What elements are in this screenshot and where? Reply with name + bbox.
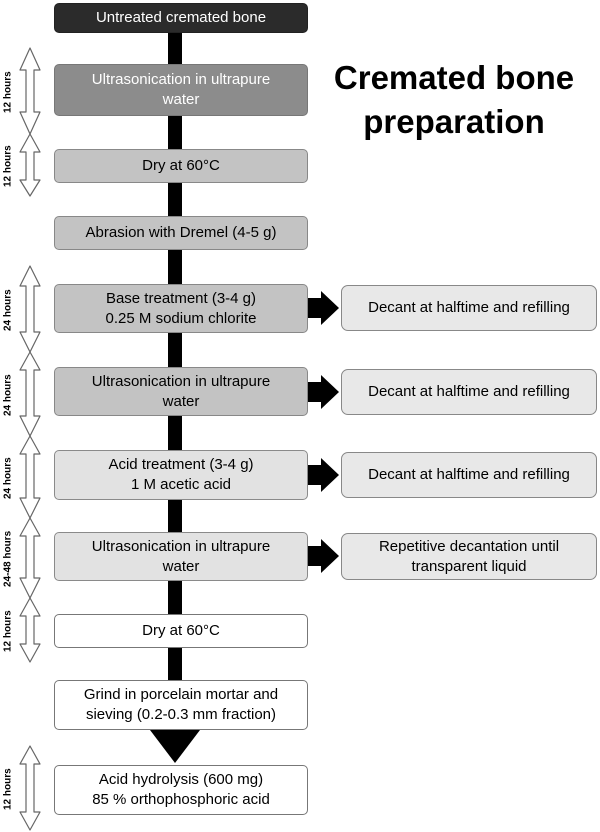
- side-arrow-4: [307, 539, 339, 573]
- step-ultrasonication-3: Ultrasonication in ultrapure water: [54, 532, 308, 581]
- side-note-label: Decant at halftime and refilling: [368, 299, 570, 316]
- duration-label: 24 hours: [2, 457, 14, 499]
- step-label: Ultrasonication in ultrapure water: [91, 71, 271, 108]
- diagram-title: Cremated bone preparation: [333, 59, 575, 140]
- step-acid-hydrolysis: Acid hydrolysis (600 mg) 85 % orthophosp…: [54, 765, 308, 815]
- step-label: Acid hydrolysis (600 mg) 85 % orthophosp…: [92, 771, 270, 808]
- side-note-decant-1: Decant at halftime and refilling: [341, 285, 597, 331]
- step-acid-treatment: Acid treatment (3-4 g) 1 M acetic acid: [54, 450, 308, 500]
- side-note-label: Repetitive decantation until transparent…: [378, 537, 560, 575]
- duration-arrow-6: [19, 517, 41, 599]
- duration-label: 24-48 hours: [2, 530, 14, 588]
- step-ultrasonication-2: Ultrasonication in ultrapure water: [54, 367, 308, 416]
- duration-arrow-5: [19, 435, 41, 519]
- step-label: Abrasion with Dremel (4-5 g): [85, 224, 277, 241]
- duration-label: 24 hours: [2, 374, 14, 416]
- duration-arrow-8: [19, 745, 41, 831]
- spine-arrowhead: [150, 730, 200, 763]
- step-label: Dry at 60°C: [142, 157, 220, 174]
- side-note-decant-2: Decant at halftime and refilling: [341, 369, 597, 415]
- duration-label: 12 hours: [2, 768, 14, 810]
- side-arrow-3: [307, 458, 339, 492]
- duration-label: 12 hours: [2, 71, 14, 113]
- duration-arrow-3: [19, 265, 41, 353]
- side-arrow-2: [307, 375, 339, 409]
- step-label: Ultrasonication in ultrapure water: [91, 372, 271, 410]
- step-dry-2: Dry at 60°C: [54, 614, 308, 648]
- side-note-decant-3: Decant at halftime and refilling: [341, 452, 597, 498]
- step-label: Untreated cremated bone: [95, 9, 267, 26]
- step-abrasion: Abrasion with Dremel (4-5 g): [54, 216, 308, 250]
- step-label: Ultrasonication in ultrapure water: [91, 537, 271, 575]
- side-note-label: Decant at halftime and refilling: [368, 466, 570, 483]
- step-ultrasonication-1: Ultrasonication in ultrapure water: [54, 64, 308, 116]
- duration-label: 24 hours: [2, 289, 14, 331]
- duration-label: 12 hours: [2, 145, 14, 187]
- duration-arrow-4: [19, 351, 41, 437]
- step-label: Dry at 60°C: [142, 622, 220, 639]
- step-dry-1: Dry at 60°C: [54, 149, 308, 183]
- side-note-label: Decant at halftime and refilling: [368, 383, 570, 400]
- side-arrow-1: [307, 291, 339, 325]
- step-base-treatment: Base treatment (3-4 g) 0.25 M sodium chl…: [54, 284, 308, 333]
- step-label: Grind in porcelain mortar and sieving (0…: [83, 686, 279, 723]
- step-label: Base treatment (3-4 g) 0.25 M sodium chl…: [105, 289, 257, 327]
- duration-label: 12 hours: [2, 610, 14, 652]
- step-untreated-bone: Untreated cremated bone: [54, 3, 308, 33]
- step-grind-sieve: Grind in porcelain mortar and sieving (0…: [54, 680, 308, 730]
- duration-arrow-7: [19, 597, 41, 663]
- side-note-repetitive-decantation: Repetitive decantation until transparent…: [341, 533, 597, 580]
- duration-arrow-1: [19, 47, 41, 135]
- step-label: Acid treatment (3-4 g) 1 M acetic acid: [108, 456, 254, 493]
- duration-arrow-2: [19, 133, 41, 197]
